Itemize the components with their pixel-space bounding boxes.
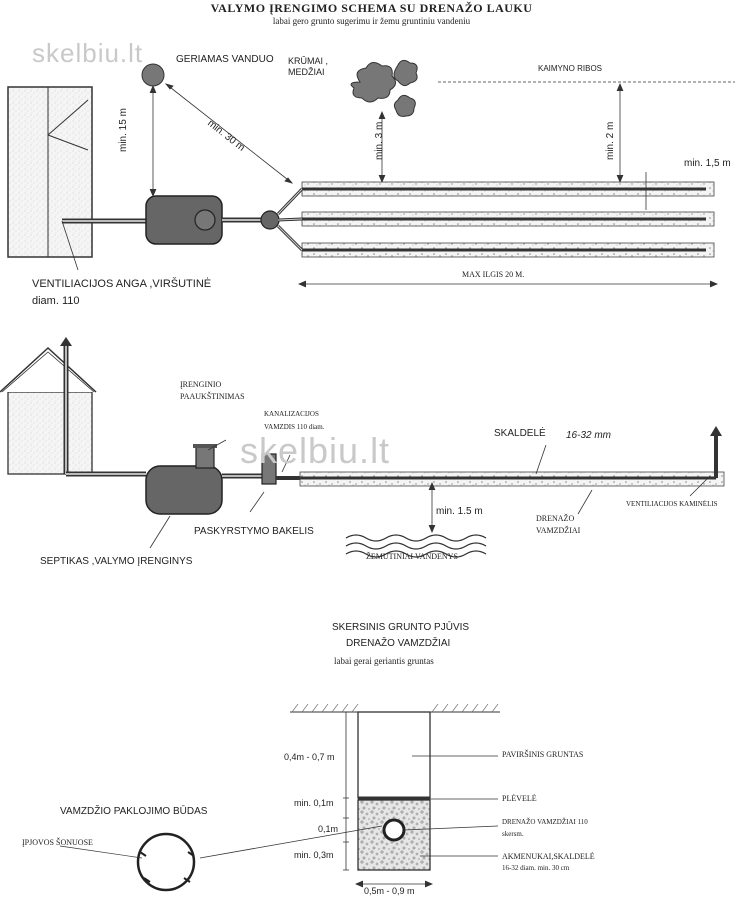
surface-soil-label: PAVIRŠINIS GRUNTAS (502, 750, 584, 759)
distribution-box-section (261, 453, 277, 485)
width-label: 0,5m - 0,9 m (364, 886, 415, 896)
stones-label-2: 16-32 diam. min. 30 cm (502, 864, 570, 872)
groundwater-label: ŽEMUTINIAI VANDENYS (366, 552, 458, 561)
pipe-laying-detail (59, 832, 196, 892)
septic-tank-plan (145, 195, 223, 245)
drain-pipes-label-1: DRENAŽO (536, 514, 575, 523)
house-section (0, 346, 97, 475)
page-subtitle: labai gero grunto sugerimu ir žemu grunt… (272, 16, 471, 26)
watermark-logo-center: skelbiu.lt (240, 430, 391, 471)
page-title: VALYMO ĮRENGIMO SCHEMA SU DRENAŽO LAUKU (210, 1, 533, 15)
trees (350, 59, 418, 117)
depth-film-label: min. 0,1m (294, 798, 334, 808)
vent-top-label-2: diam. 110 (32, 295, 80, 307)
septic-label: SEPTIKAS ,VALYMO ĮRENGINYS (40, 556, 193, 567)
gravel-label: SKALDELĖ (494, 428, 546, 439)
drain-pipes-label-2: VAMZDŽIAI (536, 526, 581, 535)
section-dimensions (149, 439, 711, 549)
sewer-pipe-label-2: VAMZDIS 110 diam. (264, 423, 325, 431)
elevation-label-1: ĮRENGINIO (180, 380, 222, 389)
sewer-pipe-label-1: KANALIZACIJOS (264, 410, 319, 418)
drainage-field (276, 181, 715, 258)
laying-method-label: VAMZDŽIO PAKLOJIMO BŪDAS (60, 806, 208, 817)
drinking-water-label: GERIAMAS VANDUO (176, 54, 274, 65)
cross-subtitle: labai gerai geriantis gruntas (334, 656, 434, 666)
shrubs-label-2: MEDŽIAI (288, 67, 325, 77)
dist-house-label: min. 15 m (118, 108, 129, 152)
distribution-box-label: PASKYRSTYMO BAKELIS (194, 526, 314, 537)
cross-drain-pipes-label-2: skersm. (502, 830, 524, 838)
shrubs-label-1: KRŪMAI , (288, 56, 329, 66)
depth-pipe-label: 0,1m (318, 824, 339, 834)
groundwater-waves (345, 534, 487, 558)
sides-label: ĮPJOVOS ŠONUOSE (22, 838, 93, 847)
elevation-label-2: PAAUKŠTINIMAS (180, 392, 245, 401)
film-label: PLĖVELĖ (502, 794, 537, 803)
vent-chimney-label: VENTILIACIJOS KAMINĖLIS (626, 500, 718, 508)
max-length-label: MAX ILGIS 20 M. (462, 270, 525, 279)
cross-drain-pipes-label-1: DRENAŽO VAMZDŽIAI 110 (502, 818, 588, 826)
septic-tank-section (145, 444, 223, 515)
stones-label-1: AKMENUKAI,SKALDELĖ (502, 852, 595, 861)
neighbour-border-label: KAIMYNO RIBOS (538, 64, 603, 73)
gravel-size-label: 16-32 mm (566, 430, 612, 441)
water-well (141, 63, 165, 87)
dist-pipes-label: min. 1,5 m (684, 158, 731, 169)
depth-bottom-label: min. 0,3m (294, 850, 334, 860)
watermark-logo: skelbiu.lt (32, 38, 144, 68)
distribution-box-plan (260, 210, 280, 230)
depth-top-label: 0,4m - 0,7 m (284, 752, 335, 762)
cross-title-1: SKERSINIS GRUNTO PJŪVIS (332, 622, 470, 633)
dist-trees-label: min. 3 m (374, 121, 385, 160)
vent-cap (60, 337, 72, 346)
vent-top-label-1: VENTILIACIJOS ANGA ,VIRŠUTINĖ (32, 278, 212, 290)
cross-title-2: DRENAŽO VAMZDŽIAI (346, 638, 451, 649)
vent-chimney (710, 426, 722, 436)
groundwater-dist-label: min. 1.5 m (436, 506, 483, 517)
dist-border-label: min. 2 m (605, 121, 616, 160)
house-plan (7, 86, 93, 258)
trench-cross-section (290, 703, 500, 871)
plan-dimensions (61, 81, 735, 288)
cross-dimensions (199, 711, 499, 888)
